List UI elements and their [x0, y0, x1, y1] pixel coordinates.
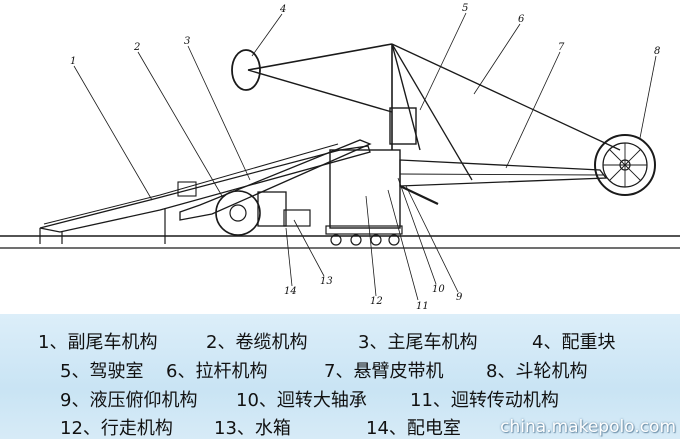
operator-cab: [389, 107, 417, 145]
travel-wheel-2: [350, 234, 362, 246]
callout-10: 10: [432, 284, 445, 295]
boom-conveyor-chord: [399, 173, 605, 176]
stacker-reclaimer-drawing: 1 2 3 4 5 6 7 8 9 10 11 12 13 14: [0, 3, 680, 312]
water-tank: [257, 191, 287, 227]
callout-13: 13: [320, 276, 333, 287]
main-tail-car-box: [177, 181, 197, 197]
main-tail-car: [179, 139, 372, 221]
legend-item-5: 5、驾驶室: [60, 361, 144, 382]
callout-3: 3: [184, 36, 190, 47]
travel-wheel-1: [330, 234, 342, 246]
counterweight-arm-lower: [247, 69, 393, 113]
tie-rod-lower: [391, 43, 473, 181]
cable-reel: [215, 190, 261, 236]
legend-item-10: 10、迴转大轴承: [236, 390, 367, 411]
legend-item-13: 13、水箱: [214, 418, 291, 439]
travel-wheel-3: [370, 234, 382, 246]
legend-item-1: 1、副尾车机构: [38, 332, 158, 353]
mast-right: [391, 43, 421, 151]
leader-lines: [73, 12, 657, 301]
callout-14: 14: [284, 286, 297, 297]
callout-7: 7: [558, 42, 565, 53]
tie-rod-upper: [391, 43, 621, 151]
callout-9: 9: [456, 292, 463, 303]
legend-item-8: 8、斗轮机构: [486, 361, 588, 382]
callout-8: 8: [654, 46, 660, 57]
legend-row-4: 12、行走机构 13、水箱 14、配电室: [0, 414, 680, 442]
counterweight-arm-upper: [247, 43, 393, 71]
legend-item-9: 9、液压俯仰机构: [60, 390, 198, 411]
callout-12: 12: [370, 296, 383, 307]
callout-6: 6: [518, 14, 525, 25]
legend-row-1: 1、副尾车机构 2、卷缆机构 3、主尾车机构 4、配重块: [0, 328, 680, 356]
legend-item-7: 7、悬臂皮带机: [324, 361, 444, 382]
cable-reel-hub: [229, 204, 247, 222]
bucket-wheel-spokes: [603, 143, 647, 187]
boom-conveyor: [399, 159, 608, 187]
callout-5: 5: [462, 3, 468, 14]
electrical-room: [283, 209, 311, 227]
legend-row-3: 9、液压俯仰机构 10、迴转大轴承 11、迴转传动机构: [0, 386, 680, 414]
tail-car-conveyor-lower2: [159, 143, 339, 196]
legend-row-2: 5、驾驶室 6、拉杆机构 7、悬臂皮带机 8、斗轮机构: [0, 357, 680, 385]
tail-car-conveyor-lower: [43, 194, 161, 225]
legend-item-11: 11、迴转传动机构: [410, 390, 559, 411]
slewing-body: [329, 149, 401, 229]
legend-item-6: 6、拉杆机构: [166, 361, 268, 382]
legend-item-14: 14、配电室: [366, 418, 461, 439]
tail-car-conveyor: [39, 145, 371, 233]
watermark: china.makepolo.com: [500, 417, 676, 437]
legend-item-12: 12、行走机构: [60, 418, 173, 439]
legend-panel: 1、副尾车机构 2、卷缆机构 3、主尾车机构 4、配重块 5、驾驶室 6、拉杆机…: [0, 314, 680, 439]
callout-4: 4: [279, 4, 286, 15]
travel-wheel-4: [388, 234, 400, 246]
legend-item-4: 4、配重块: [532, 332, 616, 353]
counterweight: [231, 49, 261, 91]
callout-11: 11: [416, 301, 429, 312]
callout-1: 1: [70, 56, 76, 67]
legend-item-3: 3、主尾车机构: [358, 332, 478, 353]
bucket-wheel: [594, 134, 656, 196]
slewing-bearing: [325, 225, 403, 235]
callout-2: 2: [133, 42, 140, 53]
legend-item-2: 2、卷缆机构: [206, 332, 308, 353]
hydraulic-luffing-cylinder: [399, 185, 439, 205]
